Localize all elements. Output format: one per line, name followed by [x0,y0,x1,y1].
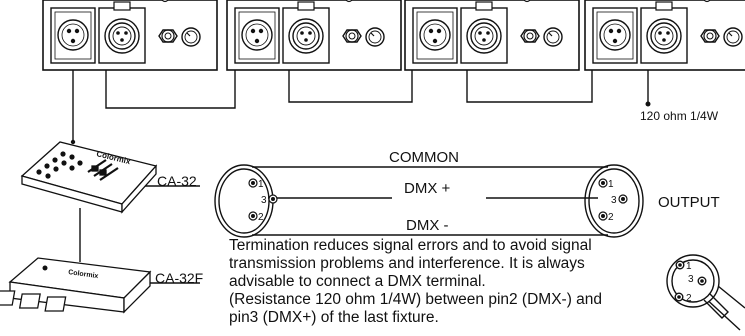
note-line-5: pin3 (DMX+) of the last fixture. [229,309,439,326]
left-pin-2: 2 [258,212,264,223]
fixture-2-panel [226,0,402,71]
dmx-terminator [666,254,745,331]
ca32f-label: CA-32F [155,270,203,286]
link-cable-2-3 [288,70,413,103]
terminator-pin-2: 2 [686,293,692,304]
resistor-label: 120 ohm 1/4W [640,109,719,123]
output-label: OUTPUT [658,194,720,211]
dmx-cable [214,164,644,238]
terminator-pin-3: 3 [688,274,694,285]
fixture-3-panel [404,0,580,71]
left-pin-3: 3 [261,195,267,206]
fixture-4-panel [584,0,745,71]
ca32-label: CA-32 [157,173,197,189]
dmx-plus-label: DMX + [404,180,451,197]
right-xlr-connector [584,164,644,238]
termination-note: Termination reduces signal errors and to… [229,237,639,327]
resistor-dot [645,101,651,107]
note-line-4: (Resistance 120 ohm 1/4W) between pin2 (… [229,291,603,308]
dmx-minus-label: DMX - [406,217,449,234]
right-pin-3: 3 [611,195,617,206]
link-cable-1-2 [105,70,236,109]
common-label: COMMON [389,149,459,166]
fixture-1-panel [42,0,218,71]
right-pin-2: 2 [608,212,614,223]
terminator-pin-1: 1 [686,261,692,272]
note-line-2: transmission problems and interference. … [229,255,585,272]
note-line-1: Termination reduces signal errors and to… [229,237,592,254]
left-pin-1: 1 [258,179,264,190]
ca32f-controller: Colormix [0,257,152,314]
link-cable-3-4 [466,70,593,103]
note-line-3: advisable to connect a DMX terminal. [229,273,486,290]
ca32f-brand: Colormix [68,269,99,280]
right-pin-1: 1 [608,179,614,190]
ca32-controller: Colormix [20,141,158,214]
cable-junction-dot [70,139,76,145]
